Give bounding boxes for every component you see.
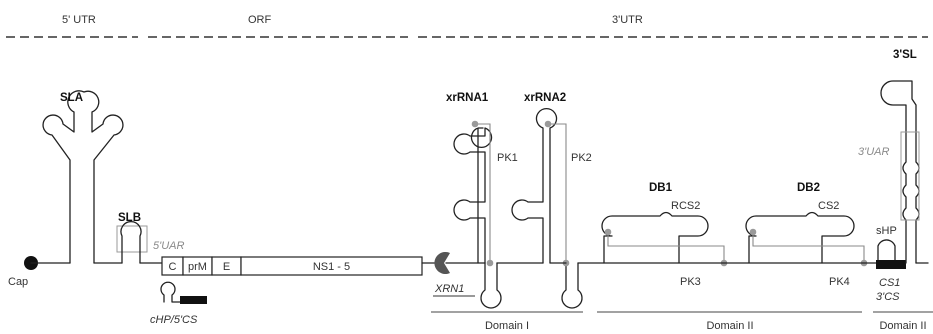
pk2-line xyxy=(548,123,567,263)
pk4-line xyxy=(752,232,865,263)
uar3-box xyxy=(900,131,920,221)
gene-box-ns1-5 xyxy=(240,256,423,276)
pk3-line xyxy=(607,232,725,263)
cap-label: Cap xyxy=(8,276,28,288)
db1-label: DB1 xyxy=(649,182,673,194)
region-label-5utr: 5' UTR xyxy=(62,14,96,26)
slb-label: SLB xyxy=(118,212,141,224)
chp-hairpin xyxy=(160,281,181,303)
pk4-dot-left xyxy=(749,228,757,236)
pk1-dot-top xyxy=(471,120,479,128)
xrrna2-path xyxy=(511,107,558,264)
chp-5cs-element: cHP/5'CS xyxy=(150,281,207,326)
shp-cs1-element: sHP CS1 3'CS xyxy=(876,225,906,303)
xrn1-icon xyxy=(434,252,450,274)
uar5-label: 5'UAR xyxy=(153,240,184,252)
xrrna1-label: xrRNA1 xyxy=(446,92,489,104)
sl3-label: 3'SL xyxy=(893,49,917,61)
cs5-bar xyxy=(180,296,207,304)
domain-label-3: Domain II xyxy=(879,320,926,332)
region-header: 5' UTR ORF 3'UTR xyxy=(6,14,928,38)
pk1-label: PK1 xyxy=(497,152,518,164)
gene-label-ns1-5: NS1 - 5 xyxy=(313,261,350,273)
shp-label: sHP xyxy=(876,225,897,237)
region-label-orf: ORF xyxy=(248,14,272,26)
db2-path xyxy=(745,211,855,264)
gene-label-prm: prM xyxy=(188,261,207,273)
db2-label: DB2 xyxy=(797,182,820,194)
uar5-box xyxy=(116,225,148,253)
sl3-stem-loop: 3'SL 3'UAR xyxy=(858,49,920,264)
sla-structure xyxy=(42,90,124,264)
slb-structure xyxy=(120,220,142,264)
orf-gene-boxes: C prM E NS1 - 5 xyxy=(161,256,423,276)
pk2-dot-top xyxy=(544,120,552,128)
cs1-label: CS1 xyxy=(879,277,900,289)
pk3-label: PK3 xyxy=(680,276,701,288)
cs3-label: 3'CS xyxy=(876,291,900,303)
pk2-label: PK2 xyxy=(571,152,592,164)
pk3-dot-left xyxy=(604,228,612,236)
sla-label: SLA xyxy=(60,92,83,104)
xrrna2-label: xrRNA2 xyxy=(524,92,566,104)
region-label-3utr: 3'UTR xyxy=(612,14,643,26)
xrn1-exonuclease: XRN1 xyxy=(433,252,475,297)
pk1-line xyxy=(475,123,491,263)
db2-dumbbell: DB2 CS2 PK4 xyxy=(745,182,868,288)
gene-label-c: C xyxy=(169,261,177,273)
domain-annotations: Domain I Domain II Domain II xyxy=(431,311,933,332)
xrrna1-bottom-loop xyxy=(480,262,502,309)
shp-hairpin xyxy=(877,239,896,264)
xrrna1-structure: xrRNA1 PK1 xyxy=(446,92,518,309)
sl3-path xyxy=(880,80,920,264)
sla-stem-loop: SLA xyxy=(42,90,124,264)
xrn1-label: XRN1 xyxy=(434,283,464,295)
db1-path xyxy=(601,211,709,264)
uar3-label: 3'UAR xyxy=(858,146,889,158)
cs1-bar xyxy=(876,260,906,269)
slb-stem-loop: SLB 5'UAR xyxy=(116,212,184,264)
xrrna2-bottom-loop xyxy=(561,262,583,309)
domain-label-2: Domain II xyxy=(706,320,753,332)
gene-label-e: E xyxy=(223,261,230,273)
domain-label-1: Domain I xyxy=(485,320,529,332)
chp-5cs-label: cHP/5'CS xyxy=(150,314,198,326)
pk1-dot-bottom xyxy=(486,259,494,267)
xrrna1-path xyxy=(453,127,493,264)
cs2-label: CS2 xyxy=(818,200,839,212)
rcs2-label: RCS2 xyxy=(671,200,700,212)
pk4-label: PK4 xyxy=(829,276,850,288)
db1-dumbbell: DB1 RCS2 PK3 xyxy=(601,182,728,288)
xrrna2-structure: xrRNA2 PK2 xyxy=(511,92,592,309)
